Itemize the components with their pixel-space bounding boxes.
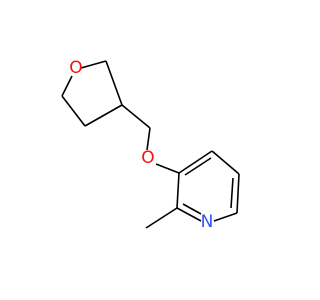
double-bond-n-ar6 bbox=[182, 203, 202, 215]
bond-c2-c3 bbox=[105, 60, 123, 106]
bond-o1-c2 bbox=[80, 60, 107, 69]
ring-oxygen-label: O bbox=[69, 58, 82, 78]
bond-c3-c4 bbox=[84, 104, 123, 127]
bond-ar2-ar3 bbox=[211, 150, 240, 175]
bond-ar3-ar4 bbox=[236, 173, 240, 214]
double-bond-ar3-ar4 bbox=[230, 177, 234, 209]
ether-oxygen-label: O bbox=[141, 148, 154, 168]
bond-n-ar6 bbox=[176, 207, 202, 222]
bond-o-aryl bbox=[155, 163, 180, 174]
bond-c4-c5 bbox=[61, 95, 86, 127]
bond-c5-o1 bbox=[61, 75, 73, 97]
molecule-diagram: O O N bbox=[61, 58, 240, 232]
bond-c3-ch2 bbox=[121, 104, 151, 129]
bond-ar1-ar2 bbox=[178, 150, 213, 174]
pyridine-nitrogen-label: N bbox=[201, 212, 214, 232]
bond-ar6-methyl bbox=[145, 207, 178, 229]
structure-canvas: O O N bbox=[61, 58, 240, 232]
double-bond-ar1-ar2 bbox=[184, 157, 212, 176]
bond-ar4-n bbox=[213, 212, 238, 222]
bond-ar6-ar1 bbox=[176, 172, 180, 209]
bond-ch2-o bbox=[146, 127, 151, 151]
